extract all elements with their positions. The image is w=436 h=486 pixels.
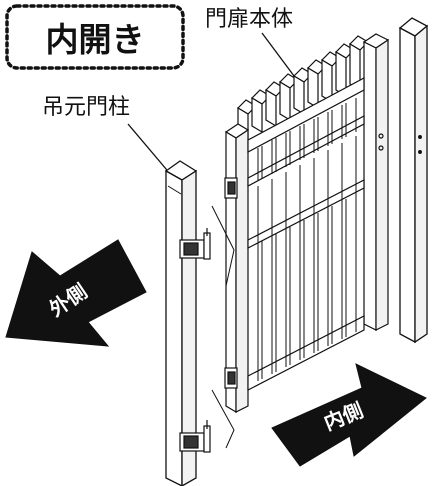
latch-post — [398, 17, 429, 344]
gate-body — [224, 33, 390, 414]
gate-pickets-top — [237, 35, 369, 140]
outside-direction-arrow: 外側 — [5, 239, 147, 347]
hinge-post-label: 吊元門柱 — [42, 95, 130, 120]
hinge-post-leader-line — [127, 123, 173, 177]
opening-type-badge: 内開き — [5, 4, 185, 70]
inside-direction-arrow: 内側 — [271, 363, 427, 467]
gate-slats — [257, 98, 357, 381]
gate-body-label: 門扉本体 — [205, 7, 293, 32]
hinge-bracket-upper — [179, 228, 211, 260]
opening-type-label: 内開き — [46, 20, 145, 59]
hinge-guide-lines — [211, 205, 235, 449]
hinge-bracket-lower — [179, 420, 211, 453]
